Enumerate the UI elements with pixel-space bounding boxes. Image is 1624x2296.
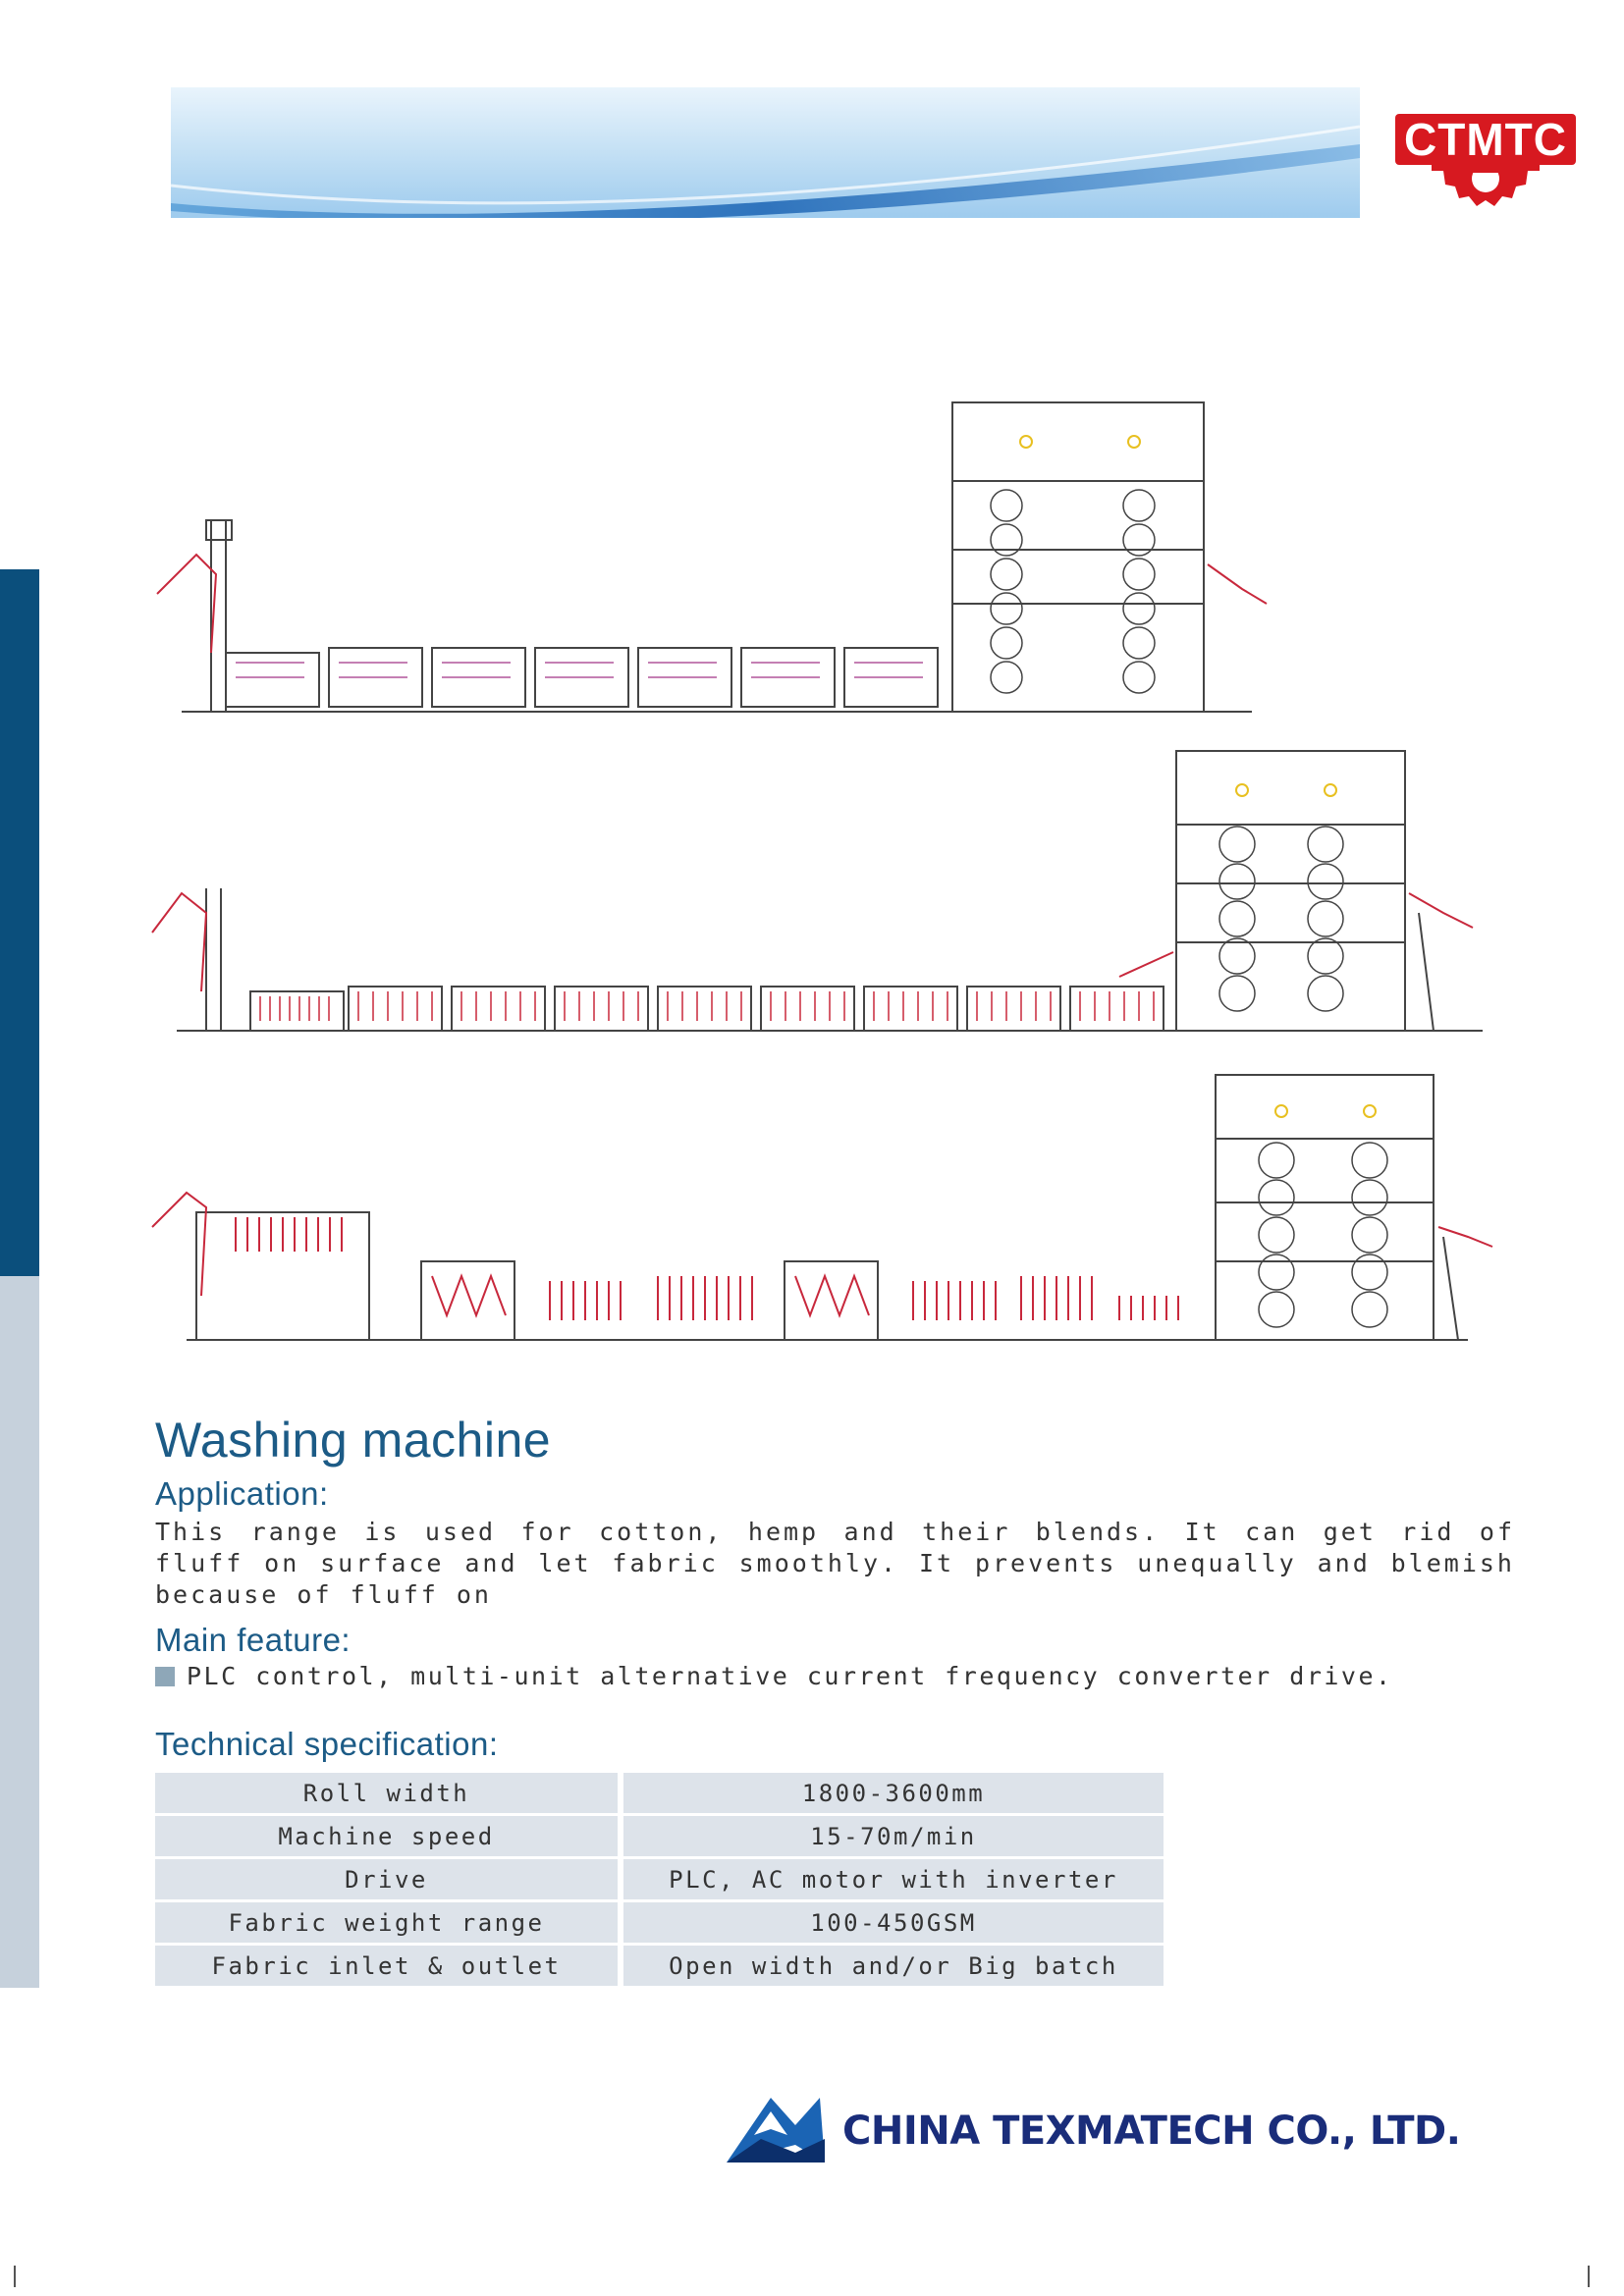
table-row: Fabric weight range 100-450GSM (155, 1902, 1164, 1946)
spec-label: Fabric inlet & outlet (155, 1946, 623, 1989)
company-logo (727, 2096, 1453, 2164)
machine-diagram-3 (137, 1070, 1512, 1350)
feature-item-text: PLC control, multi-unit alternative curr… (187, 1662, 1393, 1690)
side-bar-light (0, 1276, 39, 1988)
machine-diagram-1 (137, 398, 1512, 721)
ctmtc-logo: CTMTC (1392, 106, 1579, 214)
spec-value: PLC, AC motor with inverter (623, 1859, 1164, 1902)
crop-mark (1588, 2266, 1590, 2287)
spec-table: Roll width 1800-3600mm Machine speed 15-… (155, 1773, 1164, 1989)
feature-item: PLC control, multi-unit alternative curr… (155, 1662, 1393, 1690)
table-row: Machine speed 15-70m/min (155, 1816, 1164, 1859)
application-text: This range is used for cotton, hemp and … (155, 1518, 1515, 1609)
side-bar-dark (0, 569, 39, 1276)
application-heading: Application: (155, 1475, 329, 1512)
spec-label: Machine speed (155, 1816, 623, 1859)
header-banner (171, 87, 1360, 218)
spec-value: 100-450GSM (623, 1902, 1164, 1946)
spec-label: Roll width (155, 1773, 623, 1816)
spec-value: Open width and/or Big batch (623, 1946, 1164, 1989)
spec-label: Drive (155, 1859, 623, 1902)
crop-mark (14, 2266, 16, 2287)
machine-diagram-2 (137, 746, 1512, 1041)
company-name: CHINA TEXMATECH CO., LTD. (842, 2109, 1461, 2154)
svg-text:CTMTC: CTMTC (1404, 114, 1567, 165)
spec-label: Fabric weight range (155, 1902, 623, 1946)
spec-value: 1800-3600mm (623, 1773, 1164, 1816)
main-feature-heading: Main feature: (155, 1622, 352, 1658)
square-bullet-icon (155, 1667, 175, 1686)
table-row: Roll width 1800-3600mm (155, 1773, 1164, 1816)
page-title: Washing machine (155, 1413, 552, 1468)
table-row: Fabric inlet & outlet Open width and/or … (155, 1946, 1164, 1989)
spec-value: 15-70m/min (623, 1816, 1164, 1859)
tech-spec-heading: Technical specification: (155, 1726, 499, 1762)
table-row: Drive PLC, AC motor with inverter (155, 1859, 1164, 1902)
